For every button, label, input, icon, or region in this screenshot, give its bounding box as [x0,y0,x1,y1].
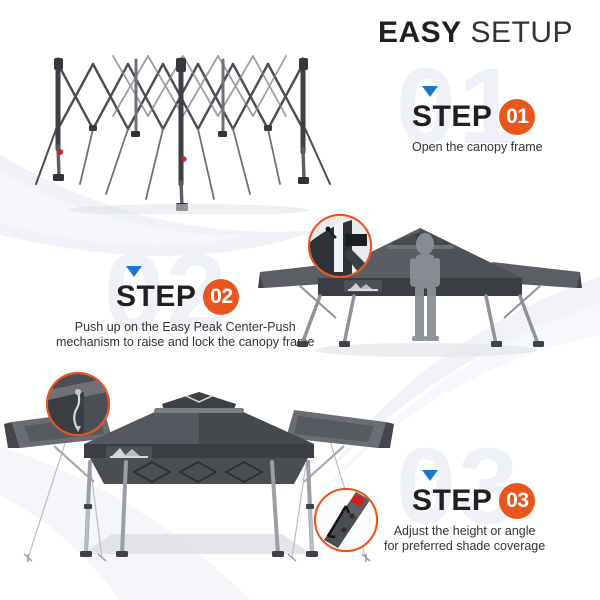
step-03-heading: STEP 03 [412,483,545,519]
leg-height-adjust-closeup [313,487,379,553]
canopy-with-person-illustration [258,228,582,357]
peak-latch-closeup [45,371,111,437]
step-01-heading: STEP 01 [412,99,543,135]
step-03-caption-line2: for preferred shade coverage [384,539,546,553]
triangle-down-icon [422,86,438,97]
step-02-heading: STEP 02 [116,279,314,315]
valance-diamond-pattern [132,461,264,483]
step-03-badge: 03 [499,483,536,519]
page-title-light: SETUP [470,16,574,49]
collapsed-canopy-frame-illustration [35,55,331,214]
step-02-word: STEP [116,280,197,313]
canopy-logo-badge [106,446,152,460]
step-02-badge: 02 [203,279,240,315]
step-02-caption-line1: Push up on the Easy Peak Center-Push [74,320,296,334]
triangle-down-icon [126,266,142,277]
canopy-logo-badge [344,280,382,292]
step-01-word: STEP [412,100,493,133]
watermark-03: 03 [396,425,521,546]
person-silhouette [410,233,440,341]
triangle-down-icon [422,470,438,481]
step-01-caption: Open the canopy frame [412,140,543,154]
step-01-badge: 01 [499,99,536,135]
step-03-block: STEP 03 Adjust the height or angle for p… [384,470,545,554]
page-title-strong: EASY [378,16,462,49]
step-01-block: STEP 01 Open the canopy frame [412,86,543,155]
watermark-01: 01 [396,45,521,166]
step-02-block: STEP 02 Push up on the Easy Peak Center-… [56,266,314,350]
step-03-caption-line1: Adjust the height or angle [393,524,536,538]
center-push-mechanism-closeup [307,213,373,279]
page-title: EASY SETUP [378,16,573,50]
step-03-word: STEP [412,484,493,517]
double-arrow-icon [326,505,351,539]
step-02-caption-line2: mechanism to raise and lock the canopy f… [56,335,315,349]
